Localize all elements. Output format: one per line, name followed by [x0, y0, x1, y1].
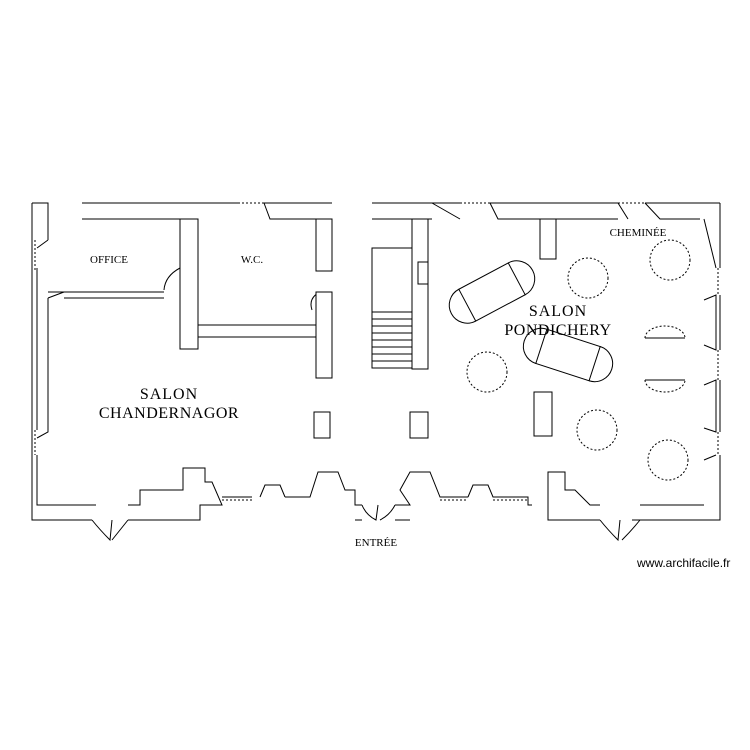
salon-chandernagor-line2: CHANDERNAGOR: [99, 405, 239, 422]
salon-pondichery-line2: PONDICHERY: [504, 322, 611, 339]
rect-table: [522, 327, 614, 383]
salon-pondichery-line1: SALON: [529, 303, 587, 320]
interior-walls: [47, 218, 557, 439]
round-table: [466, 351, 508, 393]
outer-walls: [31, 202, 721, 521]
wc-label: W.C.: [241, 254, 263, 266]
cheminee-label: CHEMINÉE: [610, 227, 667, 239]
furniture: [448, 239, 691, 481]
salon-chandernagor-line1: SALON: [140, 386, 198, 403]
entree-label: ENTRÉE: [355, 537, 397, 549]
round-table: [576, 409, 618, 451]
rect-table: [448, 260, 536, 324]
watermark-text: www.archifacile.fr: [637, 556, 731, 570]
half-round-table: [644, 325, 686, 339]
round-table: [649, 239, 691, 281]
round-table: [647, 439, 689, 481]
room-labels: OFFICE W.C. SALON CHANDERNAGOR SALON PON…: [90, 227, 667, 549]
half-round-table: [644, 379, 686, 393]
office-label: OFFICE: [90, 254, 128, 266]
doors: [91, 267, 641, 542]
round-table: [567, 257, 609, 299]
